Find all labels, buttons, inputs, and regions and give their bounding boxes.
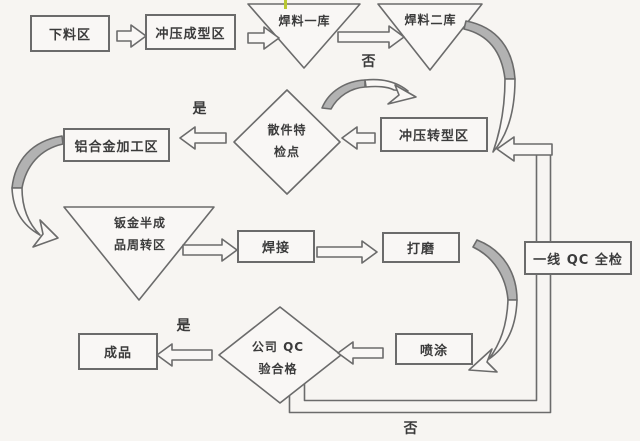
curve-lvhejin-to-banjin-tail [11,187,41,236]
node-lvhejin: 铝合金加工区 [63,128,170,162]
arrow-chengxing-to-yiku [247,26,280,50]
node-chongya-zhuanxing: 冲压转型区 [380,117,488,152]
arrow-xialiao-to-chengxing [116,24,147,48]
node-sanjian-tejian-label: 散件特 检点 [237,119,337,163]
arrow-pentu-to-gongsiqc [337,341,384,365]
node-banjin-zhouzhuan-label: 钣金半成 品周转区 [88,212,192,256]
curve-erku-to-zhuanxing-tail [492,78,516,153]
node-pentu-label: 喷涂 [419,343,448,359]
banjin-line-2: 品周转区 [113,238,166,252]
curve-damo-to-pentu-shade [472,239,518,301]
edge-label-no-bottom: 否 [403,421,419,437]
node-yixian-qc-label: 一线 QC 全检 [533,252,623,268]
arrow-zhuanxing-to-tejian [341,126,376,150]
curve-lvhejin-to-banjin-shade [11,135,64,189]
banjin-line-1: 钣金半成 [113,216,166,230]
arrow-tejian-to-lvhejin [179,126,227,150]
arrow-gongsiqc-to-chengpin [156,343,213,367]
node-hanjie-label: 焊接 [261,241,290,256]
node-chengpin-label: 成品 [103,346,132,361]
curve-no-loop-shade [321,79,366,110]
curve-damo-to-pentu-head-icon [468,348,498,373]
node-chongya-zhuanxing-label: 冲压转型区 [398,129,469,144]
sanjian-line-2: 检点 [273,145,300,159]
node-gongsi-qc-label: 公司 QC 验合格 [228,336,328,380]
arrow-yiku-to-erku [337,25,405,49]
node-pentu: 喷涂 [395,333,473,365]
feedback-wire-outer [288,150,552,414]
curve-lvhejin-to-banjin-head-icon [32,219,59,248]
diamond-gongsi-qc [218,306,342,404]
edge-label-no-top: 否 [361,54,377,70]
arrow-feedback-to-zhuanxing [496,136,553,162]
node-hanjie: 焊接 [237,230,315,263]
feedback-wire-inner [303,155,538,402]
node-xialiao-label: 下料区 [48,28,91,43]
node-xialiao: 下料区 [30,15,110,52]
node-lvhejin-label: 铝合金加工区 [74,139,159,155]
node-chongya-chengxing: 冲压成型区 [145,14,236,50]
node-hanliao-yiku-label: 焊料一库 [278,14,331,28]
curve-no-loop-head-icon [387,84,417,105]
node-hanliao-erku-label: 焊料二库 [404,13,457,27]
node-damo-label: 打磨 [406,242,435,257]
sanjian-line-1: 散件特 [267,123,307,137]
node-chongya-chengxing-label: 冲压成型区 [155,26,226,42]
node-chengpin: 成品 [78,333,158,370]
text-cursor-mark [284,0,287,9]
curve-damo-to-pentu-tail [488,299,518,360]
node-yixian-qc: 一线 QC 全检 [524,241,632,275]
arrow-hanjie-to-damo [316,240,378,264]
gongsiqc-line-1: 公司 QC [251,340,305,354]
diagram-stroke-group [11,0,553,414]
edge-label-yes-bottom: 是 [176,318,192,334]
diamond-sanjian-tejian [233,89,341,195]
triangle-banjin-zhouzhuan [63,206,215,301]
node-damo: 打磨 [382,232,460,263]
arrow-banjin-to-hanjie [182,238,238,262]
edge-label-yes-middle: 是 [192,101,208,117]
gongsiqc-line-2: 验合格 [258,362,298,376]
